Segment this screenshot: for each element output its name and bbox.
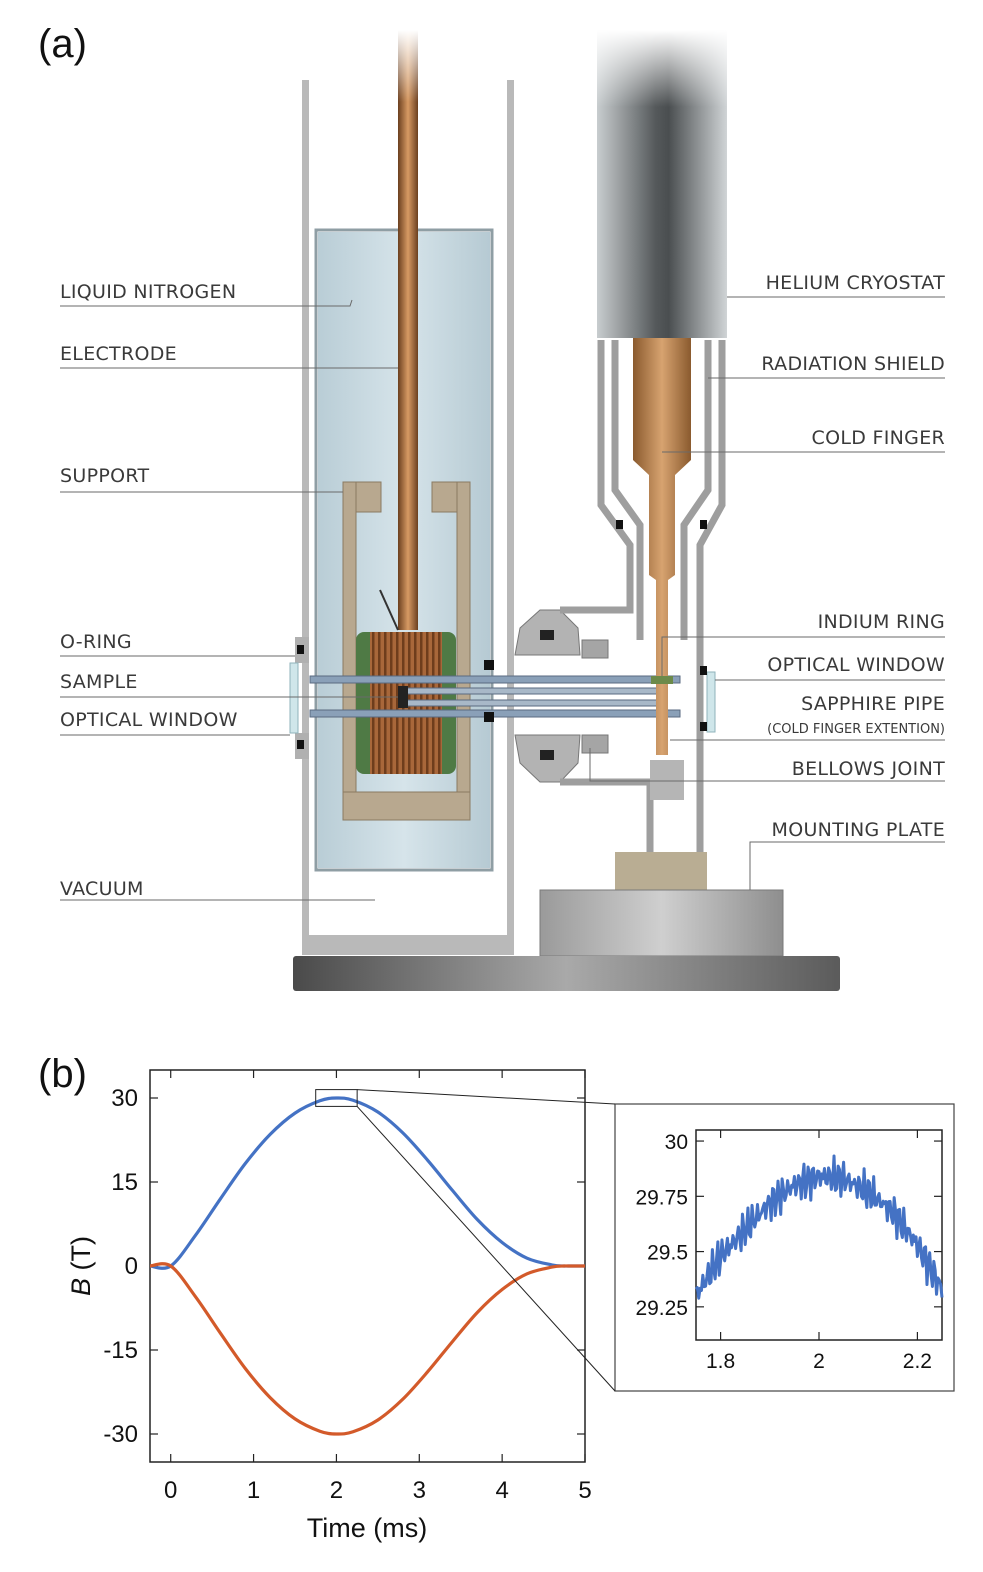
label-sapphire-pipe: SAPPHIRE PIPE: [801, 693, 945, 715]
mounting-block: [615, 852, 707, 890]
y-tick-label: -15: [103, 1337, 138, 1364]
x-axis-title: Time (ms): [307, 1513, 427, 1543]
y-tick-label: 30: [665, 1131, 688, 1154]
label-cold-finger: COLD FINGER: [812, 427, 945, 449]
y-axis-title: B (T): [66, 1236, 96, 1296]
label-o-ring: O-RING: [60, 631, 132, 653]
x-tick-label: 2: [330, 1477, 343, 1504]
inset-plot: 1.8 2 2.2 29.25 29.5 29.75 30: [614, 1103, 955, 1392]
x-tick-label: 1.8: [706, 1350, 735, 1373]
y-tick-label: 30: [111, 1085, 138, 1112]
sample: [398, 686, 408, 708]
label-support: SUPPORT: [60, 465, 149, 487]
label-cold-finger-extension: (COLD FINGER EXTENTION): [767, 722, 945, 737]
base-plate: [293, 956, 840, 991]
label-liquid-nitrogen: LIQUID NITROGEN: [60, 281, 236, 303]
series-line-1: [149, 1262, 585, 1436]
cold-finger: [633, 338, 691, 755]
zoom-box: [315, 1089, 358, 1107]
main-plot: 0 1 2 3 4 5 -30 -15 0 15 30: [103, 1069, 592, 1504]
label-optical-window-right: OPTICAL WINDOW: [767, 654, 945, 676]
x-tick-label: 2: [813, 1350, 825, 1373]
zoom-line-bottom: [356, 1106, 616, 1392]
plot-frame: [149, 1069, 586, 1463]
y-tick-label: 15: [111, 1169, 138, 1196]
inset-frame: [614, 1103, 955, 1392]
indium-ring: [651, 676, 673, 684]
label-radiation-shield: RADIATION SHIELD: [761, 353, 945, 375]
label-mounting-plate: MOUNTING PLATE: [772, 819, 945, 841]
right-optical-window: [706, 671, 716, 733]
mounting-plate: [539, 889, 784, 957]
y-axis-symbol: B: [66, 1278, 96, 1296]
zoom-line-top: [357, 1089, 616, 1105]
x-tick-label: 2.2: [903, 1350, 932, 1373]
label-optical-window-left: OPTICAL WINDOW: [60, 709, 238, 731]
bellows-joint: [514, 609, 609, 783]
y-tick-label: 29.25: [635, 1297, 688, 1320]
x-tick-label: 3: [413, 1477, 426, 1504]
label-electrode: ELECTRODE: [60, 343, 177, 365]
support-frame: [342, 481, 471, 821]
left-optical-window: [289, 662, 299, 734]
panel-a-label: (a): [38, 22, 87, 66]
x-tick-label: 1: [247, 1477, 260, 1504]
label-indium-ring: INDIUM RING: [818, 611, 945, 633]
panel-b-label: (b): [38, 1052, 87, 1096]
label-sample: SAMPLE: [60, 671, 138, 693]
y-tick-label: 0: [125, 1253, 138, 1280]
x-tick-label: 0: [164, 1477, 177, 1504]
x-tick-label: 4: [495, 1477, 508, 1504]
y-tick-label: 29.75: [635, 1186, 688, 1209]
series-line-0: [694, 1154, 944, 1300]
cryostat-schematic: LIQUID NITROGEN ELECTRODE SUPPORT O-RING…: [60, 30, 946, 991]
x-tick-label: 5: [578, 1477, 591, 1504]
label-bellows-joint: BELLOWS JOINT: [792, 758, 945, 780]
radiation-shield: [560, 340, 726, 874]
label-vacuum: VACUUM: [60, 878, 144, 900]
label-helium-cryostat: HELIUM CRYOSTAT: [766, 272, 946, 294]
field-pulse-chart: 0 1 2 3 4 5 -30 -15 0 15 30 1.8 2 2.2 29.25 29.5 29.75 3…: [66, 1069, 955, 1543]
y-tick-label: -30: [103, 1421, 138, 1448]
left-o-rings: [295, 637, 494, 759]
zoom-connector: [315, 1089, 616, 1392]
series-line-0: [149, 1096, 585, 1270]
y-axis-unit: (T): [66, 1236, 96, 1278]
y-tick-label: 29.5: [647, 1242, 688, 1265]
